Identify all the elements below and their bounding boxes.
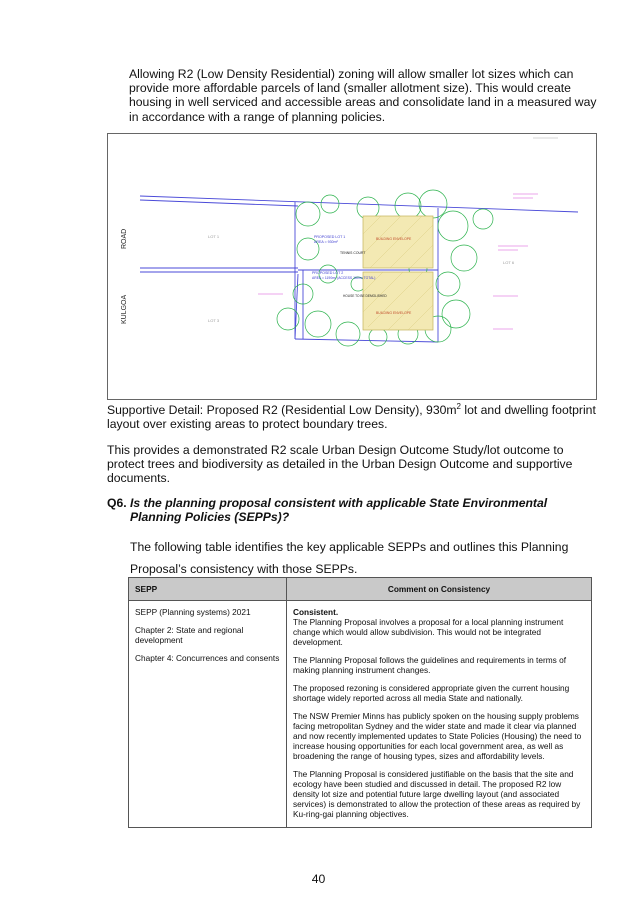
lot2-area: AREA = 1190m² (ACCESS 160m² TOTAL) bbox=[312, 276, 375, 280]
consistency-heading: Consistent. bbox=[293, 607, 339, 617]
table-header-row: SEPP Comment on Consistency bbox=[128, 577, 592, 601]
road-label-top: ROAD bbox=[121, 229, 128, 249]
comment-2: The Planning Proposal follows the guidel… bbox=[293, 655, 567, 675]
comment-3: The proposed rezoning is considered appr… bbox=[293, 683, 570, 703]
house-label: HOUSE TO BE DEMOLISHED bbox=[343, 294, 387, 298]
lot-left-top: LOT 1 bbox=[208, 234, 220, 239]
sepp-cell: SEPP (Planning systems) 2021 Chapter 2: … bbox=[128, 600, 287, 828]
sepp-name: SEPP (Planning systems) 2021 bbox=[135, 607, 251, 617]
lot1-area: AREA = 930m² bbox=[314, 240, 339, 244]
road-label-bottom: KULGOA bbox=[121, 294, 128, 324]
caption-text-before: Supportive Detail: Proposed R2 (Resident… bbox=[107, 403, 457, 417]
lot-right: LOT 6 bbox=[503, 260, 515, 265]
envelope-label-1: BUILDING ENVELOPE bbox=[376, 237, 412, 241]
header-sepp: SEPP bbox=[128, 577, 287, 601]
lot-left-bottom: LOT 3 bbox=[208, 318, 220, 323]
figure-caption: Supportive Detail: Proposed R2 (Resident… bbox=[107, 401, 597, 432]
site-plan-drawing: ROAD KULGOA PROPOSED LOT 1 AREA = 930m² … bbox=[107, 133, 597, 400]
demonstration-paragraph: This provides a demonstrated R2 scale Ur… bbox=[107, 443, 573, 486]
page-number: 40 bbox=[311, 872, 326, 886]
table-row: SEPP (Planning systems) 2021 Chapter 2: … bbox=[128, 600, 592, 828]
caption-text-after: lot and dwelling footprint layout over e… bbox=[107, 403, 596, 432]
comment-5: The Planning Proposal is considered just… bbox=[293, 769, 581, 819]
caption-superscript: 2 bbox=[456, 401, 461, 411]
court-label: TENNIS COURT bbox=[340, 251, 365, 255]
envelope-hatch bbox=[362, 215, 434, 331]
question-number: Q6. bbox=[107, 496, 127, 510]
table-intro-paragraph: The following table identifies the key a… bbox=[130, 540, 569, 576]
sepp-chapter-4: Chapter 4: Concurrences and consents bbox=[135, 653, 280, 663]
boundary-lines bbox=[139, 195, 579, 343]
sepp-chapter-2: Chapter 2: State and regional developmen… bbox=[135, 625, 244, 645]
header-comment: Comment on Consistency bbox=[286, 577, 592, 601]
lot1-label: PROPOSED LOT 1 bbox=[314, 235, 345, 239]
annotation-notes bbox=[258, 193, 538, 330]
sepp-consistency-table: SEPP Comment on Consistency SEPP (Planni… bbox=[128, 577, 592, 828]
comment-1: Consistent.The Planning Proposal involve… bbox=[293, 607, 585, 647]
intro-paragraph: Allowing R2 (Low Density Residential) zo… bbox=[129, 67, 597, 124]
question-text: Is the planning proposal consistent with… bbox=[130, 496, 548, 525]
comment-cell: Consistent.The Planning Proposal involve… bbox=[286, 600, 592, 828]
envelope-label-2: BUILDING ENVELOPE bbox=[376, 311, 412, 315]
building-envelopes bbox=[362, 215, 434, 331]
lot2-label: PROPOSED LOT 2 bbox=[312, 271, 343, 275]
comment-4: The NSW Premier Minns has publicly spoke… bbox=[293, 711, 582, 761]
comment-1-text: The Planning Proposal involves a proposa… bbox=[293, 617, 564, 647]
